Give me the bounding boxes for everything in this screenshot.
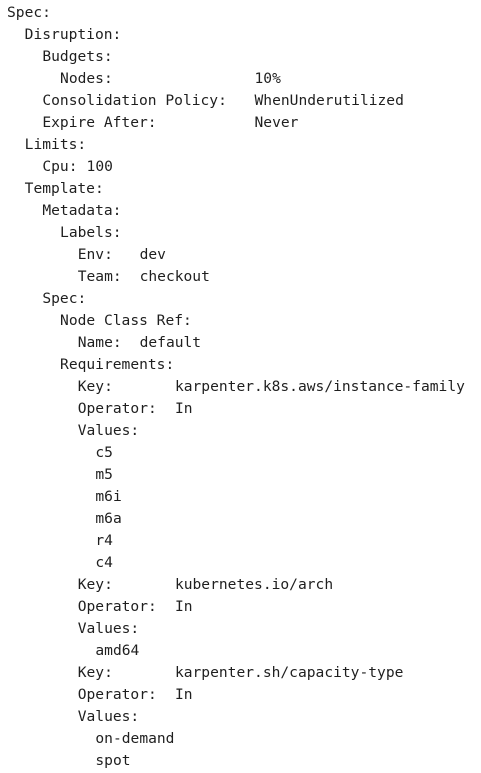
field-value: default [139,334,202,351]
field-label: m6a [95,510,122,527]
field-label: m5 [95,466,113,483]
field-label: Spec: [42,290,87,307]
field-key: Expire After: [42,114,157,131]
field-value: checkout [139,268,210,285]
field-value: 100 [86,158,113,175]
field-value: Never [254,114,299,131]
field-label: c4 [95,554,113,571]
field-label: Limits: [24,136,87,153]
field-key: Key: [77,378,113,395]
field-key: Team: [77,268,122,285]
field-key: Nodes: [60,70,113,87]
field-label: Requirements: [60,356,175,373]
field-label: Metadata: [42,202,122,219]
field-label: Budgets: [42,48,113,65]
field-key: Operator: [77,598,157,615]
field-key: Key: [77,664,113,681]
field-value: karpenter.k8s.aws/instance-family [174,378,465,395]
field-label: on-demand [95,730,175,747]
field-label: m6i [95,488,122,505]
field-value: WhenUnderutilized [254,92,404,109]
field-label: Labels: [60,224,122,241]
field-value: 10% [254,70,281,87]
field-key: Key: [77,576,113,593]
field-label: Values: [77,422,140,439]
field-label: Values: [77,620,140,637]
field-value: In [174,686,193,703]
field-value: karpenter.sh/capacity-type [174,664,404,681]
field-label: spot [95,752,131,769]
field-value: kubernetes.io/arch [174,576,334,593]
field-value: In [174,598,193,615]
field-label: Template: [24,180,104,197]
field-label: Disruption: [24,26,122,43]
field-value: In [174,400,193,417]
field-label: Node Class Ref: [60,312,192,329]
field-key: Consolidation Policy: [42,92,227,109]
field-key: Operator: [77,400,157,417]
field-label: Spec: [7,4,51,21]
field-label: r4 [95,532,113,549]
field-key: Operator: [77,686,157,703]
field-key: Name: [77,334,122,351]
field-label: Values: [77,708,140,725]
field-label: c5 [95,444,113,461]
field-label: amd64 [95,642,140,659]
field-value: dev [139,246,166,263]
field-key: Env: [77,246,113,263]
field-key: Cpu: [42,158,78,175]
